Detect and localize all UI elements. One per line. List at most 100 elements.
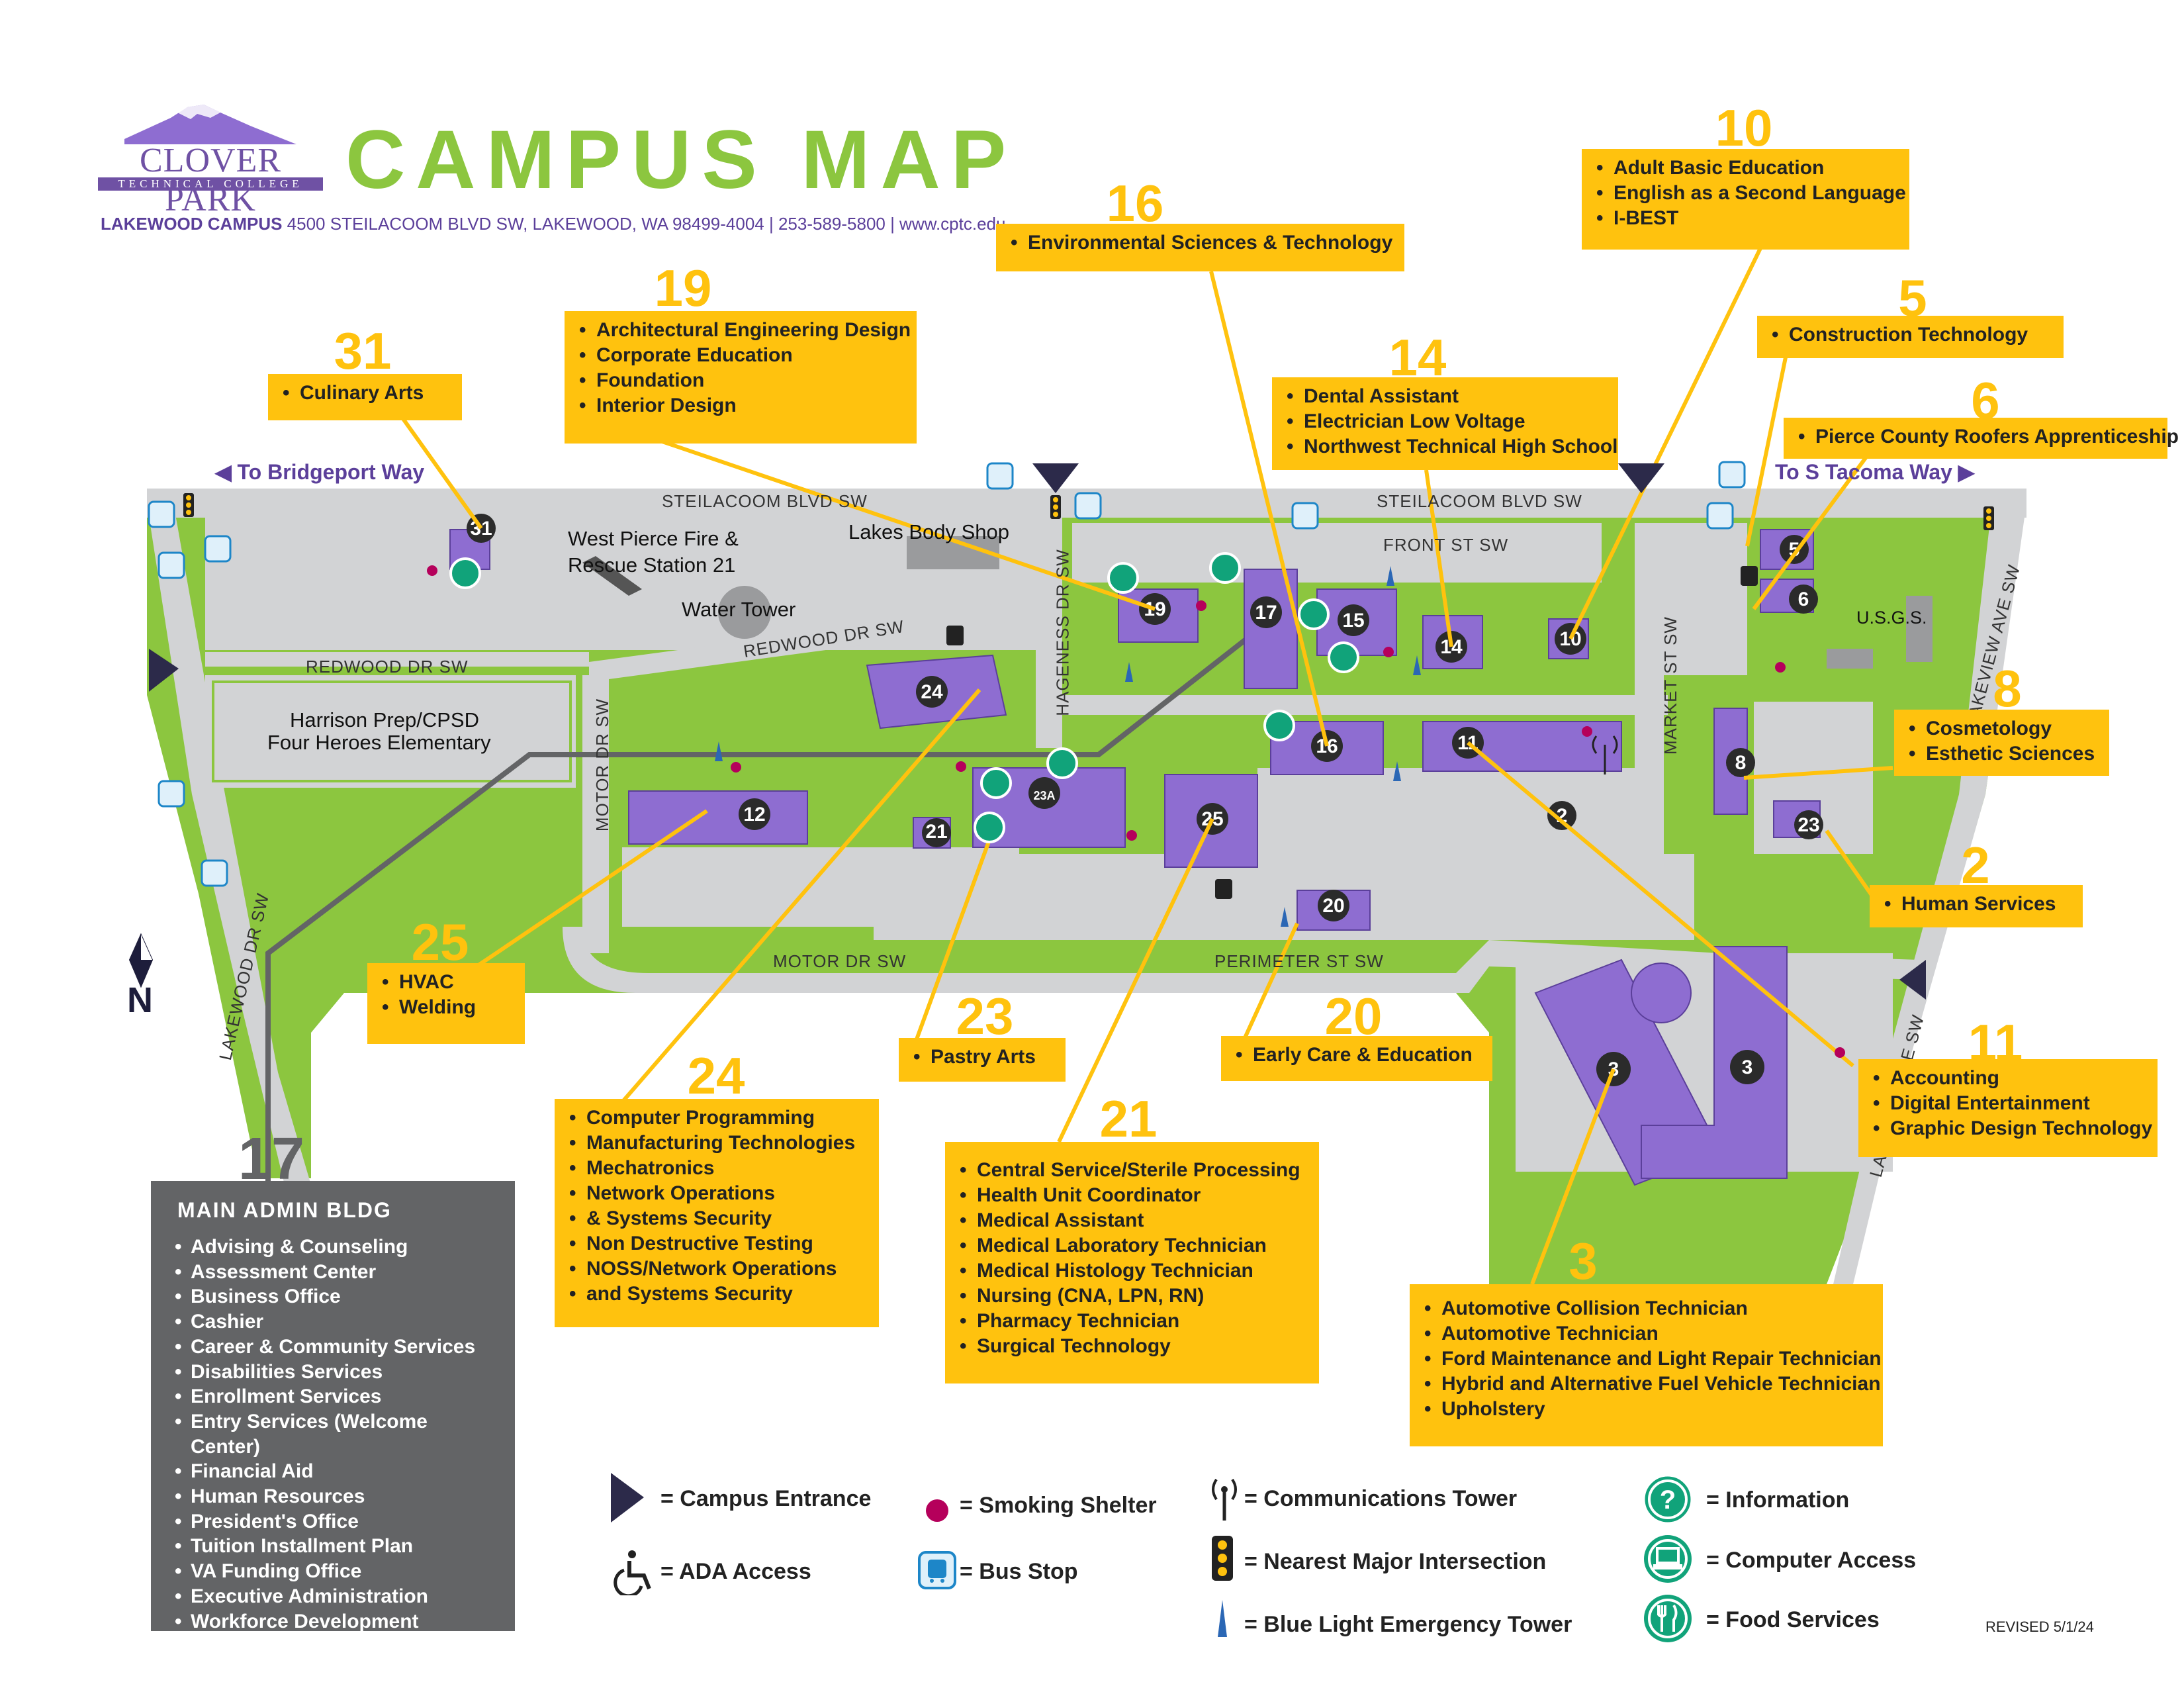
admin-connector (265, 633, 1253, 1185)
direction-tacoma: To S Tacoma Way ▶ (1775, 460, 1975, 484)
callout-11: Accounting Digital Entertainment Graphic… (1858, 1059, 2158, 1157)
callout-item: Central Service/Sterile Processing (960, 1158, 1307, 1183)
building-3-label: 3 (1742, 1056, 1753, 1078)
callout-item: Hybrid and Alternative Fuel Vehicle Tech… (1424, 1372, 1881, 1397)
admin-item: Advising & Counseling (168, 1235, 498, 1260)
callout-item: Medical Laboratory Technician (960, 1233, 1307, 1258)
callout-item: Construction Technology (1772, 322, 2052, 348)
bus-icon (918, 1551, 956, 1589)
callout-item: Manufacturing Technologies (569, 1131, 867, 1156)
page-title: CAMPUS MAP (345, 114, 1017, 206)
callout-item: Graphic Design Technology (1873, 1116, 2152, 1141)
admin-item: Business Office (168, 1284, 498, 1309)
label-fire-station: West Pierce Fire & (568, 527, 739, 550)
admin-item: Executive Administration (168, 1584, 498, 1609)
label-body-shop: Lakes Body Shop (848, 520, 1010, 543)
logo-subtitle: TECHNICAL COLLEGE (98, 177, 323, 191)
admin-item: Human Resources (168, 1484, 498, 1509)
callout-item: Health Unit Coordinator (960, 1183, 1307, 1208)
logo-name: CLOVER PARK (140, 142, 281, 218)
admin-item: Assessment Center (168, 1260, 498, 1285)
callout-5: Construction Technology (1757, 316, 2064, 358)
admin-item: Entry Services (Welcome Center) (168, 1409, 498, 1459)
building-10-label: 10 (1559, 628, 1581, 650)
main-admin-box: MAIN ADMIN BLDG Advising & CounselingAss… (151, 1181, 515, 1634)
admin-item: President's Office (168, 1509, 498, 1534)
callout-31-number: 31 (334, 322, 392, 380)
blue-light-icon (1218, 1600, 1227, 1637)
callout-2: Human Services (1870, 885, 2083, 927)
building-20-label: 20 (1322, 895, 1344, 917)
admin-item: Career & Community Services (168, 1335, 498, 1360)
street-steilacoom-west: STEILACOOM BLVD SW (662, 491, 868, 511)
callout-23: Pastry Arts (899, 1038, 1066, 1082)
building-19-label: 19 (1144, 598, 1165, 620)
callout-item: Pastry Arts (913, 1045, 1054, 1070)
triangle-icon (611, 1473, 644, 1523)
callout-16: Environmental Sciences & Technology (996, 224, 1404, 271)
college-logo (124, 105, 296, 144)
callout-item: Automotive Technician (1424, 1321, 1871, 1346)
street-motor-vertical: MOTOR DR SW (592, 698, 613, 832)
callout-item: Environmental Sciences & Technology (1011, 230, 1392, 256)
legend-smoking: = Smoking Shelter (960, 1493, 1157, 1518)
motor-h-road (563, 927, 1919, 993)
callout-item: Mechatronics (569, 1156, 867, 1181)
callout-item: and Systems Security (569, 1282, 867, 1307)
callout-item: Corporate Education (579, 343, 905, 368)
label-usgs: U.S.G.S. (1856, 608, 1927, 628)
redwood-road (205, 652, 589, 667)
building-6-label: 6 (1798, 588, 1809, 610)
revised-date: REVISED 5/1/24 (1985, 1618, 2094, 1635)
street-market: MARKET ST SW (1660, 616, 1680, 755)
street-front: FRONT ST SW (1383, 535, 1509, 555)
admin-item: Tuition Installment Plan (168, 1534, 498, 1559)
callout-item: HVAC (382, 970, 513, 995)
callout-14-number: 14 (1388, 328, 1447, 387)
admin-item: Cashier (168, 1309, 498, 1335)
callout-item: Cosmetology (1909, 716, 2097, 741)
antenna-icon (1212, 1478, 1237, 1521)
building-15-label: 15 (1342, 610, 1364, 632)
callout-21: Central Service/Sterile Processing Healt… (945, 1142, 1319, 1383)
wheelchair-icon (614, 1550, 651, 1595)
building-12-label: 12 (743, 804, 765, 825)
label-four-heroes: Four Heroes Elementary (267, 731, 491, 754)
callout-25: HVAC Welding (367, 963, 525, 1044)
legend-food: = Food Services (1706, 1607, 1880, 1632)
callout-item: Esthetic Sciences (1909, 741, 2097, 767)
callout-item: Adult Basic Education (1596, 156, 1897, 181)
callout-24: Computer Programming Manufacturing Techn… (555, 1099, 879, 1327)
street-redwood-west: REDWOOD DR SW (306, 657, 469, 677)
callout-item: Medical Assistant (960, 1208, 1307, 1233)
admin-list: Advising & CounselingAssessment CenterBu… (168, 1235, 498, 1634)
admin-item: Enrollment Services (168, 1384, 498, 1409)
callout-item: Medical Histology Technician (960, 1258, 1307, 1284)
legend-bus: = Bus Stop (960, 1559, 1078, 1584)
building-21-label: 21 (925, 821, 947, 843)
hageness-road (1036, 503, 1062, 748)
west-lot (622, 847, 1019, 927)
building-3b-shape (1641, 946, 1788, 1179)
street-steilacoom-east: STEILACOOM BLVD SW (1377, 491, 1582, 511)
fork-knife-icon (1644, 1595, 1692, 1642)
admin-item: VA Funding Office (168, 1559, 498, 1584)
callout-item: Northwest Technical High School (1287, 434, 1618, 459)
legend-blue-light: = Blue Light Emergency Tower (1244, 1612, 1572, 1637)
callout-item: & Systems Security (569, 1206, 867, 1231)
callout-31: Culinary Arts (268, 374, 462, 420)
callout-19-number: 19 (654, 259, 712, 317)
callout-item: Accounting (1873, 1066, 2146, 1091)
street-hageness: HAGENESS DR SW (1052, 549, 1073, 716)
callout-8: Cosmetology Esthetic Sciences (1894, 710, 2109, 776)
legend-computer: = Computer Access (1706, 1548, 1917, 1573)
callout-8-number: 8 (1993, 659, 2022, 718)
campus-address: LAKEWOOD CAMPUS 4500 STEILACOOM BLVD SW,… (101, 214, 1005, 234)
callout-item: Dental Assistant (1287, 384, 1606, 409)
callout-item: Early Care & Education (1236, 1043, 1480, 1068)
callout-24-number: 24 (687, 1047, 745, 1105)
admin-title: MAIN ADMIN BLDG (177, 1198, 392, 1222)
address-text: 4500 STEILACOOM BLVD SW, LAKEWOOD, WA 98… (287, 214, 1006, 234)
svg-text:?: ? (1660, 1485, 1676, 1515)
building-25-shape (628, 790, 808, 845)
